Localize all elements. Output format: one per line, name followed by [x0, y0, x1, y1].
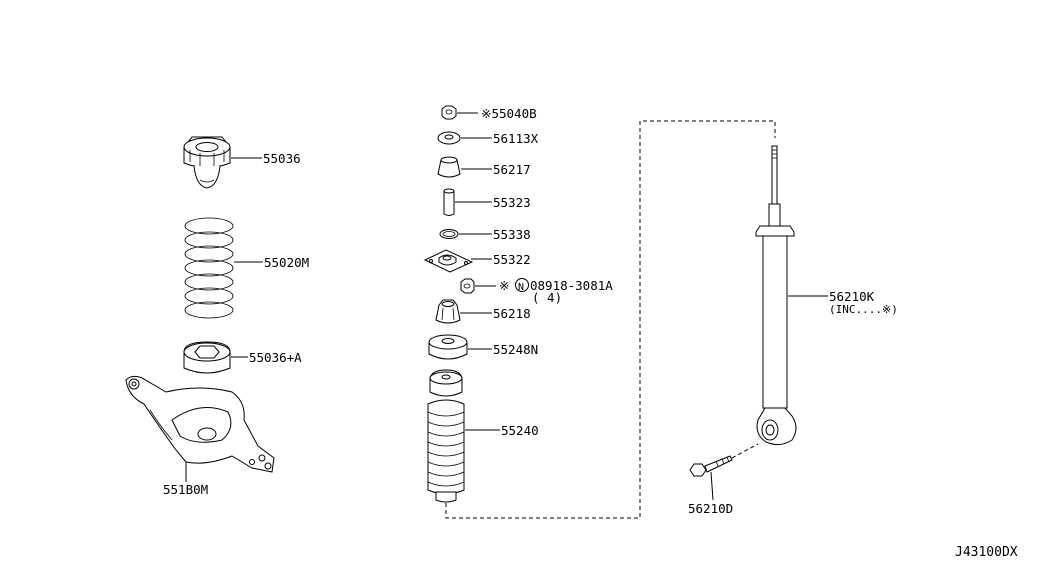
part-551b0m-drawing[interactable]	[125, 375, 275, 473]
part-56217-drawing[interactable]	[437, 156, 461, 178]
label-55323: 55323	[493, 195, 531, 210]
part-56210d-drawing[interactable]	[689, 443, 759, 477]
part-55322-drawing[interactable]	[423, 249, 474, 273]
label-56113x: 56113X	[493, 131, 539, 146]
label-56218: 56218	[493, 306, 531, 321]
part-55338-drawing[interactable]	[439, 229, 459, 239]
label-55240: 55240	[501, 423, 539, 438]
label-08918-number: 08918-3081A	[530, 278, 613, 293]
label-56217: 56217	[493, 162, 531, 177]
part-08918-drawing[interactable]	[460, 278, 475, 294]
part-55020m-drawing[interactable]	[184, 217, 234, 319]
part-55040b-drawing[interactable]	[441, 105, 457, 120]
label-56210k: 56210K	[829, 289, 875, 304]
part-56218-drawing[interactable]	[435, 299, 461, 324]
n-circle-icon	[515, 278, 529, 292]
label-55322: 55322	[493, 252, 531, 267]
part-55036-drawing[interactable]	[183, 136, 231, 189]
label-55020m: 55020M	[264, 255, 309, 270]
label-56210k-note: (INC....※)	[829, 303, 898, 316]
part-55323-drawing[interactable]	[443, 188, 455, 216]
part-55248n-drawing[interactable]	[428, 334, 468, 360]
part-55240-drawing[interactable]	[427, 369, 465, 503]
drawing-code: J43100DX	[955, 545, 1018, 560]
part-56113x-drawing[interactable]	[437, 131, 461, 145]
label-56210d: 56210D	[688, 501, 733, 516]
label-55248n: 55248N	[493, 342, 538, 357]
label-08918-mark: ※	[499, 278, 509, 293]
label-55036: 55036	[263, 151, 301, 166]
label-08918-qty: ( 4)	[532, 290, 562, 305]
label-551b0m: 551B0M	[163, 482, 208, 497]
part-56210k-drawing[interactable]	[755, 145, 797, 446]
assembly-bracket-line	[445, 120, 776, 519]
part-55036a-drawing[interactable]	[183, 341, 231, 374]
label-55338: 55338	[493, 227, 531, 242]
label-55036a: 55036+A	[249, 350, 302, 365]
label-08918-n: N	[518, 282, 524, 293]
label-55040b: ※55040B	[481, 106, 537, 121]
